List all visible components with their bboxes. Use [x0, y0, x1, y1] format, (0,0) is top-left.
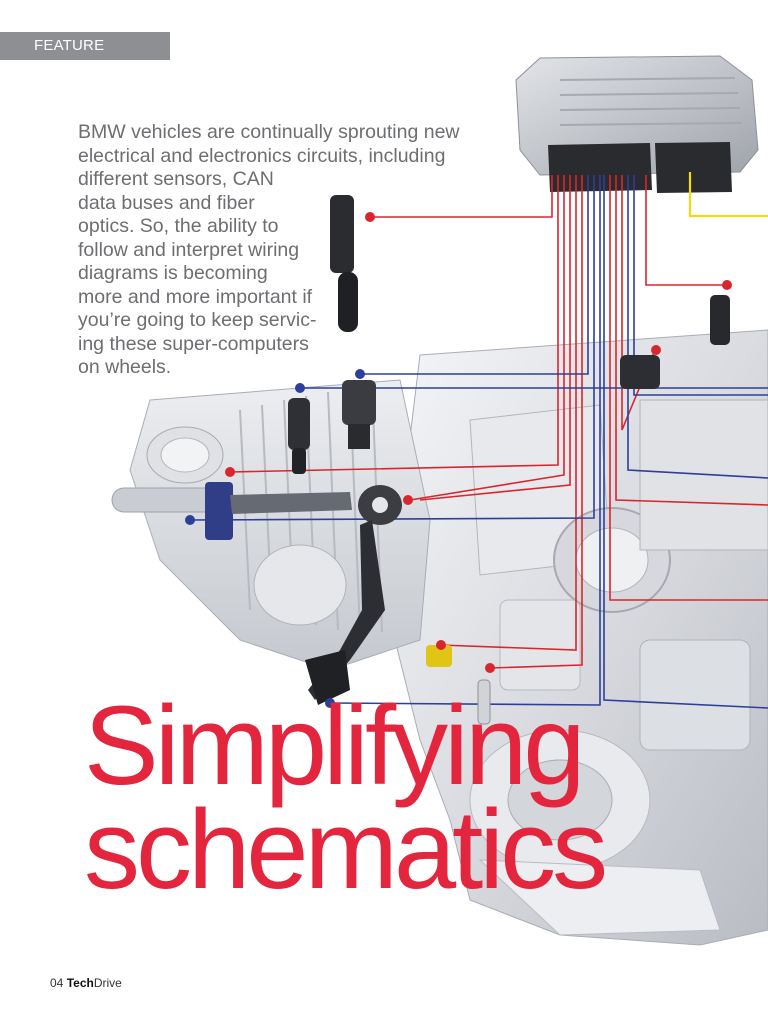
intro-line: you’re going to keep servic-	[78, 309, 317, 331]
blue-connection-dots	[185, 369, 365, 708]
intro-line: different sensors, CAN	[78, 168, 274, 190]
intro-line: optics. So, the ability to	[78, 215, 279, 237]
sensors	[205, 195, 730, 725]
intro-line: electrical and electronics circuits, inc…	[78, 144, 446, 167]
article-headline: Simplifying schematics	[84, 683, 608, 912]
intro-line: on wheels.	[78, 356, 172, 378]
intro-line: BMW vehicles are continually sprouting n…	[78, 121, 460, 143]
brand-name-bold: Tech	[66, 976, 94, 990]
intro-line: follow and interpret wiring	[78, 238, 300, 261]
intro-line: more and more important if	[78, 285, 313, 308]
red-connection-dots	[225, 212, 732, 673]
section-tag: FEATURE	[0, 32, 170, 60]
intro-paragraph: BMW vehicles are continually sprouting n…	[78, 121, 488, 380]
page-number: 04	[50, 976, 64, 990]
intro-line: data buses and fiber	[78, 191, 255, 214]
blue-wires	[189, 175, 768, 709]
yellow-wire	[688, 172, 768, 218]
cylinder-head	[111, 379, 431, 671]
intro-line: ing these super-computers	[78, 332, 309, 355]
brand-name-regular: Drive	[93, 976, 122, 990]
headline-line-2: schematics	[84, 787, 608, 912]
intro-line: diagrams is becoming	[78, 262, 268, 284]
headline-line-1: Simplifying	[84, 683, 586, 808]
page-footer: 04 TechDrive	[50, 976, 122, 990]
ecu-module	[515, 55, 759, 193]
